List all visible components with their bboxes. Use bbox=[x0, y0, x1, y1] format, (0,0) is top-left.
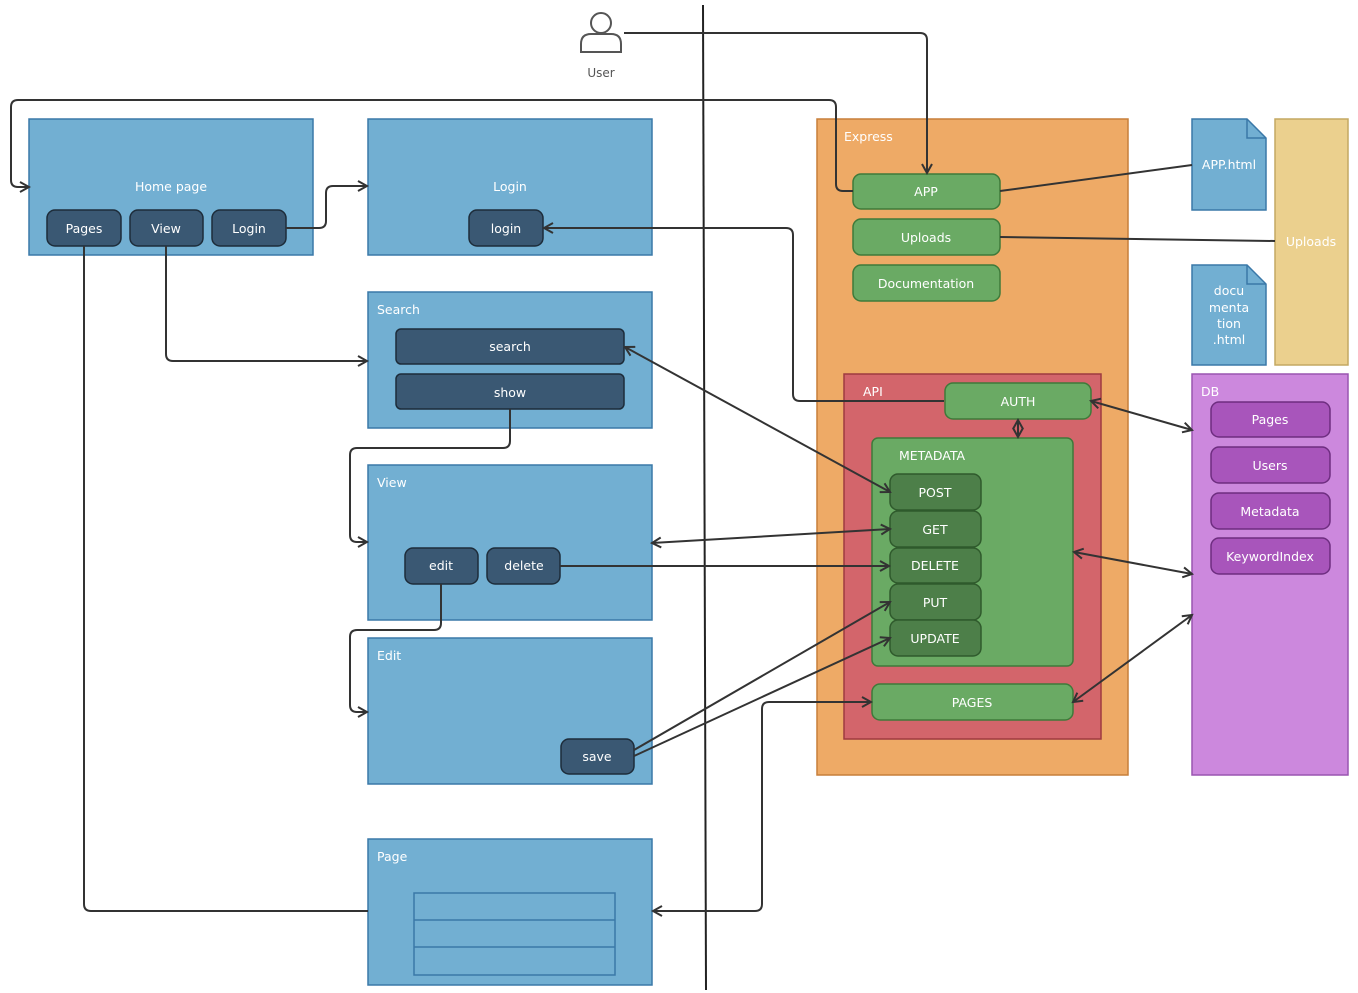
doc-html-line-2: menta bbox=[1209, 300, 1249, 315]
pages-api-label: PAGES bbox=[952, 695, 993, 710]
edit-title: Edit bbox=[377, 648, 401, 663]
home-pages-label: Pages bbox=[66, 221, 103, 236]
connector-homelogin-login bbox=[286, 186, 367, 229]
doc-html-line-3: tion bbox=[1217, 316, 1241, 331]
connector-app-home bbox=[10, 99, 853, 191]
user-label: User bbox=[587, 66, 614, 80]
connector-view-get bbox=[652, 529, 890, 543]
search-title: Search bbox=[377, 302, 420, 317]
save-button[interactable]: save bbox=[560, 738, 635, 775]
update-node[interactable]: UPDATE bbox=[889, 619, 982, 657]
edit-button[interactable]: edit bbox=[404, 547, 479, 585]
connector-metadata-db bbox=[1074, 552, 1192, 574]
documentation-label: Documentation bbox=[878, 276, 974, 291]
post-node[interactable]: POST bbox=[889, 473, 982, 511]
update-label: UPDATE bbox=[910, 631, 959, 646]
db-keywordindex-node[interactable]: KeywordIndex bbox=[1210, 537, 1331, 575]
db-users-label: Users bbox=[1252, 458, 1287, 473]
connector-uploads-store bbox=[999, 236, 1276, 242]
search-button-label: search bbox=[489, 339, 531, 354]
login-button[interactable]: login bbox=[468, 209, 544, 247]
app-node[interactable]: APP bbox=[852, 173, 1001, 210]
db-title: DB bbox=[1201, 384, 1219, 399]
express-title: Express bbox=[844, 129, 893, 144]
save-button-label: save bbox=[582, 749, 612, 764]
db-pages-label: Pages bbox=[1252, 412, 1289, 427]
delete-button-label: delete bbox=[504, 558, 544, 573]
user-icon bbox=[580, 12, 622, 53]
connector-edit-editpanel bbox=[349, 584, 442, 712]
auth-label: AUTH bbox=[1001, 394, 1036, 409]
connector-search-post bbox=[625, 347, 890, 492]
api-title: API bbox=[863, 384, 883, 399]
db-metadata-label: Metadata bbox=[1240, 504, 1299, 519]
delete-button[interactable]: delete bbox=[486, 547, 561, 585]
db-keywordindex-label: KeywordIndex bbox=[1226, 549, 1314, 564]
app-html-label: APP.html bbox=[1202, 157, 1256, 172]
get-label: GET bbox=[922, 522, 948, 537]
connector-pagesapi-db bbox=[1073, 615, 1192, 702]
page-table bbox=[413, 892, 616, 976]
home-view-button[interactable]: View bbox=[129, 209, 204, 247]
show-button[interactable]: show bbox=[395, 373, 625, 410]
login-title: Login bbox=[493, 179, 527, 194]
uploads-store-label: Uploads bbox=[1286, 234, 1336, 249]
connector-user-app bbox=[624, 32, 927, 173]
doc-html-line-1: docu bbox=[1214, 283, 1244, 298]
delete-node[interactable]: DELETE bbox=[889, 547, 982, 584]
home-login-label: Login bbox=[232, 221, 266, 236]
get-node[interactable]: GET bbox=[889, 510, 982, 548]
app-label: APP bbox=[914, 184, 938, 199]
app-html-file: APP.html bbox=[1191, 118, 1267, 211]
connector-view-search bbox=[165, 246, 367, 361]
documentation-html-file: docu menta tion .html bbox=[1191, 264, 1267, 366]
connector-auth-db bbox=[1091, 401, 1192, 430]
put-label: PUT bbox=[923, 595, 948, 610]
connector-show-view bbox=[349, 409, 511, 542]
db-users-node[interactable]: Users bbox=[1210, 446, 1331, 484]
home-login-button[interactable]: Login bbox=[211, 209, 287, 247]
auth-node[interactable]: AUTH bbox=[944, 382, 1092, 420]
uploads-node[interactable]: Uploads bbox=[852, 218, 1001, 256]
metadata-title: METADATA bbox=[899, 448, 966, 463]
search-button[interactable]: search bbox=[395, 328, 625, 365]
separator-line bbox=[702, 4, 707, 991]
doc-html-line-4: .html bbox=[1213, 332, 1245, 347]
put-node[interactable]: PUT bbox=[889, 583, 982, 621]
home-page-title: Home page bbox=[135, 179, 207, 194]
post-label: POST bbox=[919, 485, 952, 500]
documentation-node[interactable]: Documentation bbox=[852, 264, 1001, 302]
connector-app-apphtml bbox=[999, 164, 1193, 192]
page-title: Page bbox=[377, 849, 408, 864]
uploads-store: Uploads bbox=[1274, 118, 1349, 366]
db-pages-node[interactable]: Pages bbox=[1210, 401, 1331, 438]
edit-button-label: edit bbox=[429, 558, 453, 573]
pages-api-node[interactable]: PAGES bbox=[871, 683, 1074, 721]
home-pages-button[interactable]: Pages bbox=[46, 209, 122, 247]
view-title: View bbox=[377, 475, 407, 490]
connector-pagesapi-page bbox=[653, 702, 871, 911]
show-button-label: show bbox=[494, 385, 526, 400]
connector-pages-page bbox=[83, 246, 368, 912]
login-button-label: login bbox=[491, 221, 521, 236]
db-metadata-node[interactable]: Metadata bbox=[1210, 492, 1331, 530]
view-panel: View bbox=[367, 464, 653, 621]
delete-node-label: DELETE bbox=[911, 558, 959, 573]
home-view-label: View bbox=[151, 221, 181, 236]
uploads-label: Uploads bbox=[901, 230, 951, 245]
